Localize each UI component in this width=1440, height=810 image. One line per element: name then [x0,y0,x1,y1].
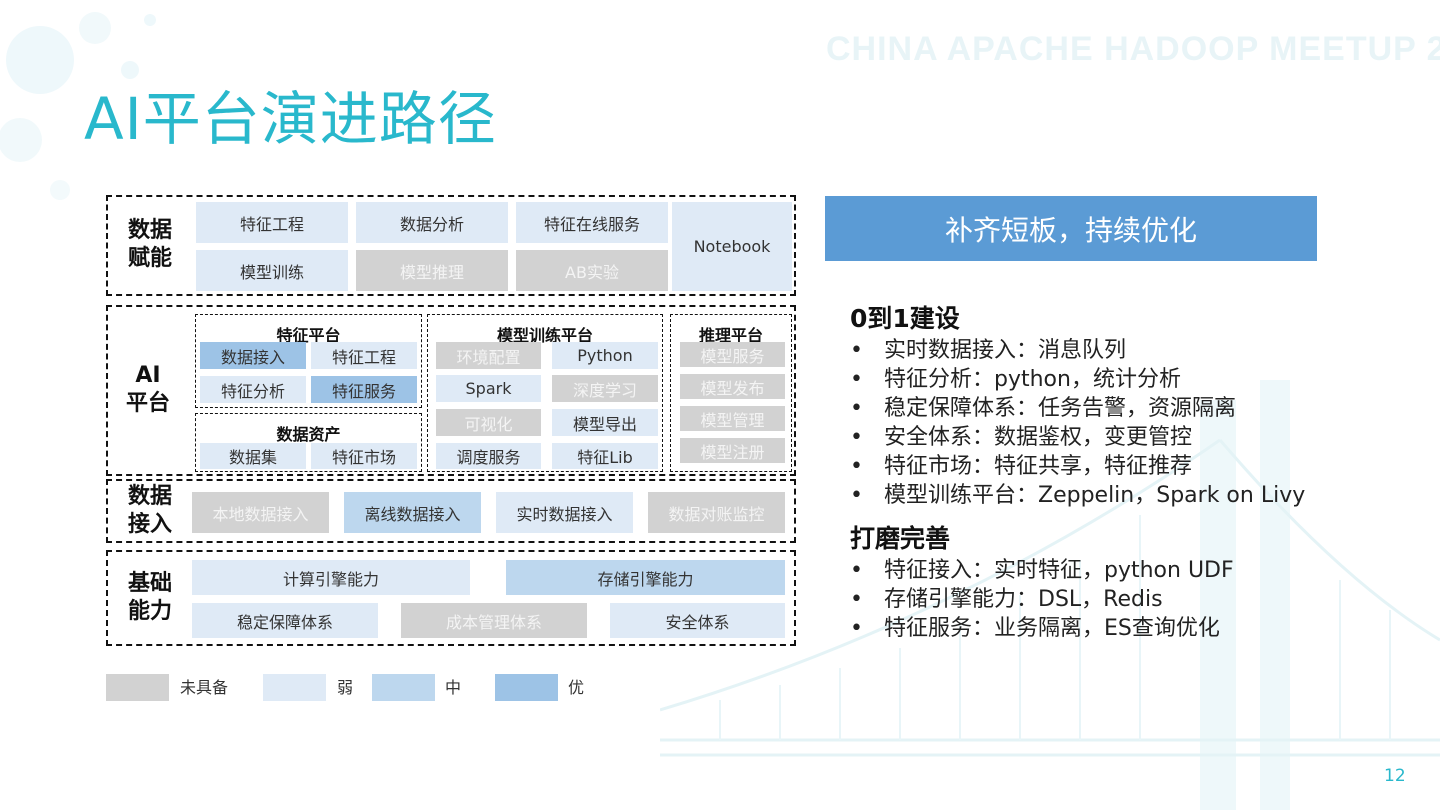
legend-swatch-mid [372,674,435,701]
label-line: AI [135,362,160,390]
basic-capability-label: 基础 能力 [110,556,190,640]
cell-feature-market: 特征市场 [311,443,417,469]
cell-model-training: 模型训练 [196,250,348,291]
cell-model-inference: 模型推理 [356,250,508,291]
cell-ab-test: AB实验 [516,250,668,291]
label-line: 数据 [128,217,172,245]
cell-storage-engine: 存储引擎能力 [506,560,785,595]
cell-feature-engineering-2: 特征工程 [311,342,417,369]
list-item-text: 特征接入：实时特征，python UDF [884,558,1234,583]
list-item: •特征分析：python，统计分析 [850,365,1330,394]
cell-stability-assurance: 稳定保障体系 [192,603,378,638]
label-line: 赋能 [128,245,172,273]
legend-label-none: 未具备 [180,674,228,701]
data-assets-title: 数据资产 [195,421,422,445]
bullet-list: •实时数据接入：消息队列 •特征分析：python，统计分析 •稳定保障体系：任… [850,336,1330,510]
label-line: 数据 [128,483,172,511]
cell-data-access: 数据接入 [200,342,306,369]
cell-model-publish: 模型发布 [680,374,785,399]
cell-python: Python [552,342,658,369]
legend-label-weak: 弱 [337,674,353,701]
legend-label-mid: 中 [445,674,461,701]
list-item: •特征服务：业务隔离，ES查询优化 [850,614,1330,643]
cell-data-reconciliation: 数据对账监控 [648,492,785,533]
label-line: 基础 [128,570,172,598]
cell-scheduling-service: 调度服务 [436,443,541,469]
label-line: 接入 [128,511,172,539]
bullet-icon: • [850,556,884,585]
list-item-text: 特征市场：特征共享，特征推荐 [884,454,1192,479]
list-item-text: 稳定保障体系：任务告警，资源隔离 [884,396,1236,421]
list-item-text: 特征分析：python，统计分析 [884,367,1181,392]
list-item: •安全体系：数据鉴权，变更管控 [850,423,1330,452]
bullet-icon: • [850,394,884,423]
label-line: 能力 [128,598,172,626]
cell-model-export: 模型导出 [552,409,658,436]
cell-realtime-data-ingest: 实时数据接入 [496,492,633,533]
list-item: •存储引擎能力：DSL，Redis [850,585,1330,614]
bullet-icon: • [850,423,884,452]
section-title: 0到1建设 [850,302,1330,336]
cell-data-analysis: 数据分析 [356,202,508,243]
event-watermark: CHINA APACHE HADOOP MEETUP 2022 [826,30,1416,70]
bullet-icon: • [850,452,884,481]
bullet-icon: • [850,336,884,365]
cell-dataset: 数据集 [200,443,306,469]
legend-swatch-none [106,674,169,701]
cell-model-serving: 模型服务 [680,342,785,367]
cell-feature-lib: 特征Lib [552,443,658,469]
cell-local-data-ingest: 本地数据接入 [192,492,329,533]
page-title: AI平台演进路径 [84,72,497,146]
cell-offline-data-ingest: 离线数据接入 [344,492,481,533]
list-item: •特征市场：特征共享，特征推荐 [850,452,1330,481]
list-item-text: 特征服务：业务隔离，ES查询优化 [884,616,1220,641]
legend-swatch-good [495,674,558,701]
cell-model-management: 模型管理 [680,406,785,431]
cell-spark: Spark [436,375,541,402]
summary-banner: 补齐短板，持续优化 [825,196,1317,261]
legend-label-good: 优 [568,674,584,701]
legend-swatch-weak [263,674,326,701]
label-line: 平台 [126,390,170,418]
cell-online-feature-service: 特征在线服务 [516,202,668,243]
list-item-text: 实时数据接入：消息队列 [884,338,1126,363]
bullet-list: •特征接入：实时特征，python UDF •存储引擎能力：DSL，Redis … [850,556,1330,643]
list-item: •稳定保障体系：任务告警，资源隔离 [850,394,1330,423]
section-zero-to-one: 0到1建设 •实时数据接入：消息队列 •特征分析：python，统计分析 •稳定… [850,302,1330,510]
cell-feature-engineering: 特征工程 [196,202,348,243]
section-title: 打磨完善 [850,522,1330,556]
cell-compute-engine: 计算引擎能力 [192,560,470,595]
cell-env-config: 环境配置 [436,342,541,369]
bullet-icon: • [850,365,884,394]
cell-feature-service: 特征服务 [311,376,417,403]
list-item-text: 安全体系：数据鉴权，变更管控 [884,425,1192,450]
section-polish: 打磨完善 •特征接入：实时特征，python UDF •存储引擎能力：DSL，R… [850,522,1330,643]
bullet-icon: • [850,585,884,614]
bullet-icon: • [850,614,884,643]
list-item: •实时数据接入：消息队列 [850,336,1330,365]
cell-security-system: 安全体系 [610,603,785,638]
data-enable-label: 数据 赋能 [110,200,190,290]
data-ingest-label: 数据 接入 [110,482,190,540]
cell-feature-analysis: 特征分析 [200,376,306,403]
list-item: •特征接入：实时特征，python UDF [850,556,1330,585]
list-item: •模型训练平台：Zeppelin，Spark on Livy [850,481,1330,510]
cell-model-registry: 模型注册 [680,438,785,463]
list-item-text: 模型训练平台：Zeppelin，Spark on Livy [884,483,1305,508]
bullet-icon: • [850,481,884,510]
page-number: 12 [1384,766,1406,786]
ai-platform-label: AI 平台 [110,340,186,440]
cell-deep-learning: 深度学习 [552,375,658,402]
cell-visualization: 可视化 [436,409,541,436]
cell-cost-management: 成本管理体系 [401,603,587,638]
cell-notebook: Notebook [672,202,792,291]
list-item-text: 存储引擎能力：DSL，Redis [884,587,1163,612]
